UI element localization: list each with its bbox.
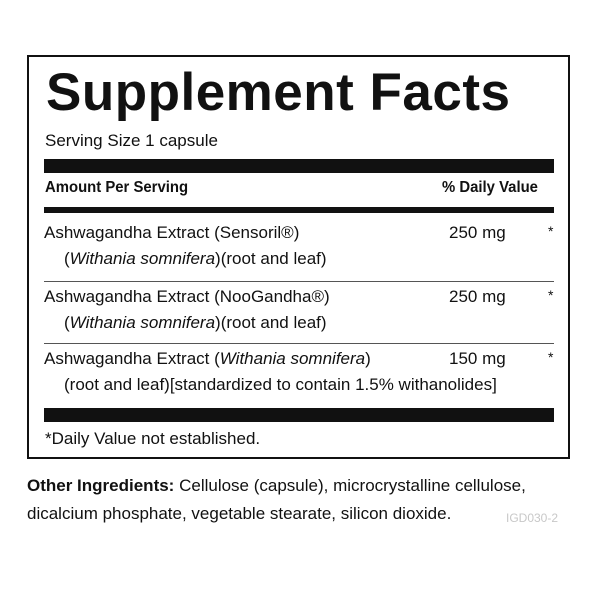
- product-code-watermark: IGD030-2: [506, 511, 559, 525]
- serving-size: Serving Size 1 capsule: [45, 131, 218, 150]
- medium-divider: [44, 207, 554, 213]
- ingredient-source: (Withania somnifera)(root and leaf): [64, 313, 327, 332]
- ingredient-dv: *: [548, 287, 554, 303]
- daily-value-footnote: *Daily Value not established.: [45, 429, 261, 448]
- supplement-facts-panel: Supplement Facts Serving Size 1 capsule …: [27, 55, 570, 459]
- ingredient-name: Ashwagandha Extract (NooGandha®): [44, 287, 330, 306]
- ingredient-amount: 250 mg: [449, 223, 506, 242]
- other-ingredients-label: Other Ingredients:: [27, 476, 175, 495]
- other-ingredients-text: Cellulose (capsule), microcrystalline ce…: [27, 476, 526, 523]
- thick-divider-bottom: [44, 408, 554, 422]
- other-ingredients: Other Ingredients: Cellulose (capsule), …: [27, 472, 577, 528]
- row-divider: [44, 343, 554, 344]
- ingredient-source: (root and leaf)[standardized to contain …: [64, 375, 497, 394]
- ingredient-name: Ashwagandha Extract (Withania somnifera): [44, 349, 371, 368]
- ingredient-row: Ashwagandha Extract (Sensoril®) 250 mg *…: [44, 223, 554, 279]
- ingredient-dv: *: [548, 349, 554, 365]
- row-divider: [44, 281, 554, 282]
- ingredient-row: Ashwagandha Extract (Withania somnifera)…: [44, 349, 554, 405]
- panel-title: Supplement Facts: [46, 63, 511, 122]
- ingredient-amount: 150 mg: [449, 349, 506, 368]
- ingredient-source: (Withania somnifera)(root and leaf): [64, 249, 327, 268]
- ingredient-amount: 250 mg: [449, 287, 506, 306]
- header-daily-value: % Daily Value: [442, 179, 538, 196]
- ingredient-dv: *: [548, 223, 554, 239]
- ingredient-row: Ashwagandha Extract (NooGandha®) 250 mg …: [44, 287, 554, 343]
- ingredient-name: Ashwagandha Extract (Sensoril®): [44, 223, 300, 242]
- thick-divider-top: [44, 159, 554, 173]
- header-amount-per-serving: Amount Per Serving: [45, 179, 189, 196]
